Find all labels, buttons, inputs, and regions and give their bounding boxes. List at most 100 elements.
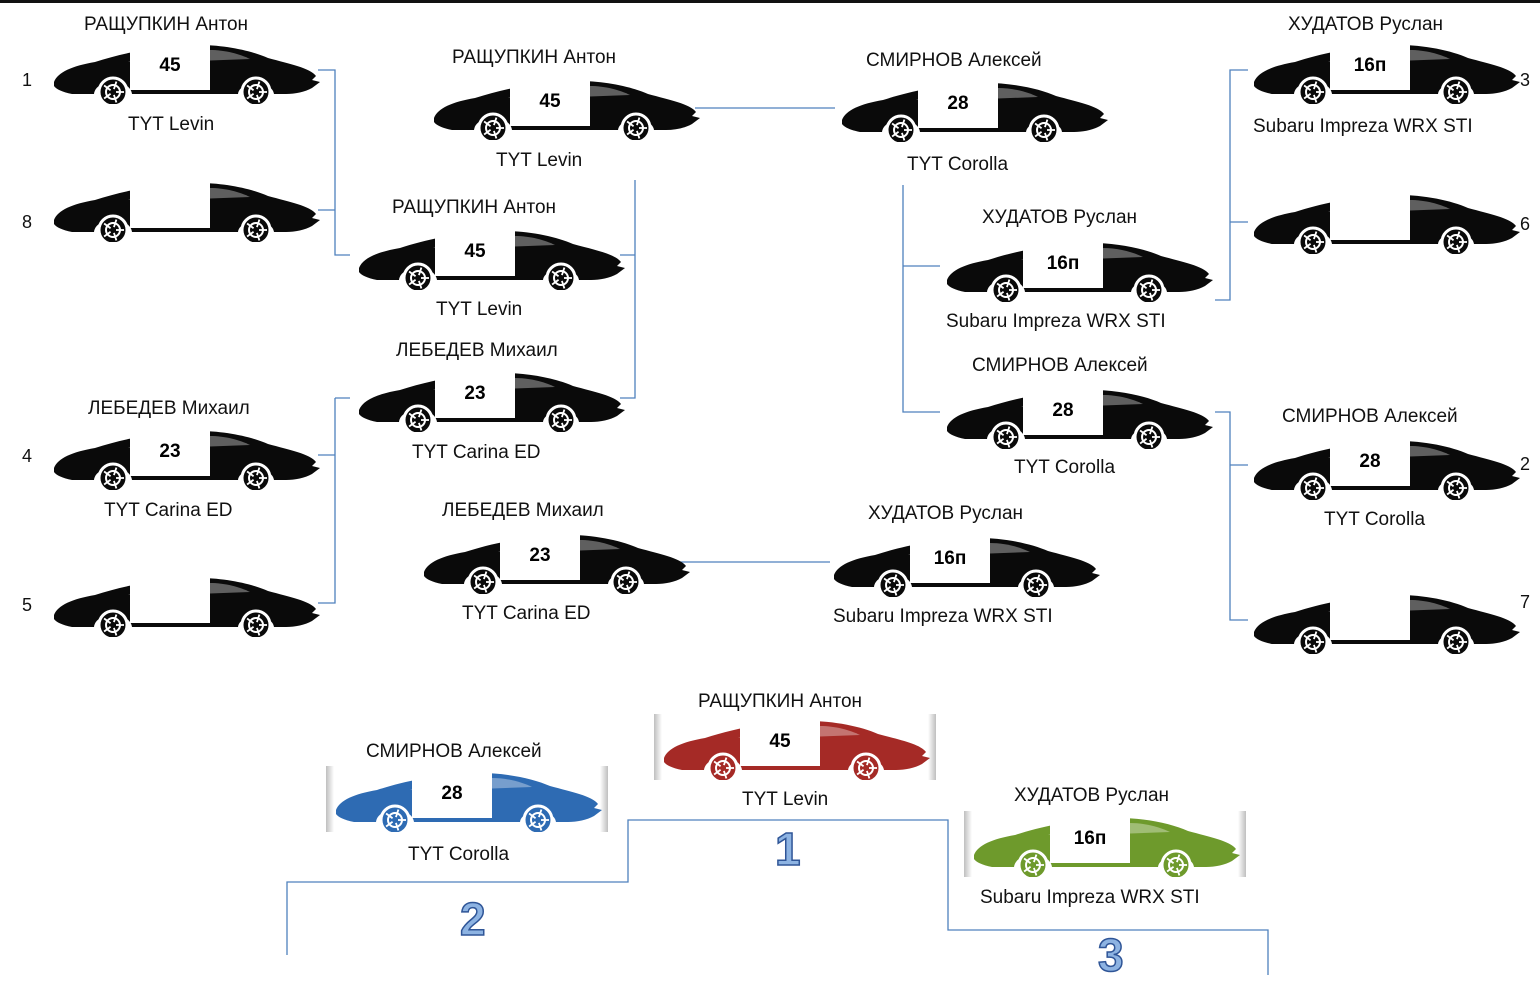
wheel-icon [1028,114,1060,142]
car-card-seed-1: 45 [50,42,320,104]
car-model-label: TYT Corolla [1014,457,1116,478]
bracket-line-qf2-7 [1215,411,1248,621]
car-card-final-right: 28 [838,80,1108,142]
wheel-icon [1440,226,1472,254]
seed-7: 7 [1520,592,1531,612]
car-model-label: TYT Carina ED [104,500,233,521]
second-place-car: TYT Corolla [408,844,510,865]
wheel-icon [877,569,909,597]
wheel-icon [467,566,499,594]
player-name: ЛЕБЕДЕВ Михаил [88,398,250,419]
player-name: ХУДАТОВ Руслан [1288,14,1444,35]
player-name: СМИРНОВ Алексей [1282,406,1458,427]
third-place-car: Subaru Impreza WRX STI [980,887,1200,908]
wheel-icon [707,752,739,780]
wheel-icon [990,421,1022,449]
wheel-icon [620,112,652,140]
car-model-label: TYT Levin [128,114,215,135]
bracket-line-qf3-6 [1215,69,1248,301]
wheel-icon [610,566,642,594]
player-name: ЛЕБЕДЕВ Михаил [442,500,604,521]
wheel-icon [97,76,129,104]
car-number-plate: 45 [510,78,590,126]
car-card-final-left: 45 [430,78,700,140]
seed-6: 6 [1520,214,1531,234]
bracket-line-qf4-5 [318,397,350,604]
car-card-semifinal-left-bottom: 23 [355,370,625,432]
wheel-icon [545,404,577,432]
seed-8: 8 [22,212,33,232]
car-card-seed-8 [50,180,320,242]
car-model-label: TYT Carina ED [462,603,591,624]
car-model-label: TYT Levin [496,150,583,171]
wheel-icon [1297,626,1329,654]
car-number-plate: 28 [412,770,492,818]
car-card-podium-second: 28 [332,770,602,832]
wheel-icon [522,804,554,832]
wheel-icon [240,76,272,104]
wheel-icon [1297,226,1329,254]
wheel-icon [1297,76,1329,104]
car-number-plate: 45 [130,42,210,90]
car-card-third-right: 16п [830,535,1100,597]
car-number-plate: 23 [500,532,580,580]
player-name: ХУДАТОВ Руслан [982,207,1138,228]
car-number-plate: 16п [1050,815,1130,863]
bracket-line-sf-left [620,180,636,399]
player-name: РАЩУПКИН Антон [84,14,249,35]
seed-5: 5 [22,595,33,615]
wheel-icon [1160,849,1192,877]
car-number-plate: 45 [740,718,820,766]
car-model-label: Subaru Impreza WRX STI [1253,116,1473,137]
wheel-icon [1440,626,1472,654]
car-card-third-left: 23 [420,532,690,594]
wheel-icon [1017,849,1049,877]
wheel-icon [240,462,272,490]
wheel-icon [990,274,1022,302]
second-place-name: СМИРНОВ Алексей [366,741,542,762]
car-model-label: TYT Corolla [1324,509,1426,530]
winner-car: TYT Levin [742,789,829,810]
player-name: ЛЕБЕДЕВ Михаил [396,340,558,361]
place-number-3: 3 [1097,929,1124,981]
car-model-label: TYT Levin [436,299,523,320]
wheel-icon [1133,274,1165,302]
car-number-plate: 28 [1023,387,1103,435]
car-number-plate: 28 [918,80,998,128]
car-card-seed-3: 16п [1250,42,1520,104]
wheel-icon [402,262,434,290]
seed-2: 2 [1520,454,1531,474]
seed-4: 4 [22,446,33,466]
car-card-semifinal-left-top: 45 [355,228,625,290]
car-number-plate [1330,592,1410,640]
car-number-plate [130,180,210,228]
car-model-label: TYT Corolla [907,154,1009,175]
car-number-plate: 23 [130,428,210,476]
wheel-icon [1133,421,1165,449]
wheel-icon [885,114,917,142]
car-card-seed-2: 28 [1250,438,1520,500]
player-name: СМИРНОВ Алексей [972,355,1148,376]
car-number-plate: 23 [435,370,515,418]
car-card-seed-5 [50,575,320,637]
wheel-icon [97,462,129,490]
wheel-icon [97,214,129,242]
top-border-line [0,0,1540,3]
car-number-plate: 28 [1330,438,1410,486]
winner-name: РАЩУПКИН Антон [698,691,863,712]
car-number-plate: 16п [1023,240,1103,288]
car-number-plate [1330,192,1410,240]
wheel-icon [379,804,411,832]
third-place-name: ХУДАТОВ Руслан [1014,785,1170,806]
bracket-line-sf-right [902,185,940,413]
wheel-icon [1297,472,1329,500]
place-number-1: 1 [774,823,801,875]
wheel-icon [850,752,882,780]
wheel-icon [477,112,509,140]
player-name: ХУДАТОВ Руслан [868,503,1024,524]
wheel-icon [240,214,272,242]
wheel-icon [1020,569,1052,597]
wheel-icon [1440,76,1472,104]
car-model-label: Subaru Impreza WRX STI [946,311,1166,332]
